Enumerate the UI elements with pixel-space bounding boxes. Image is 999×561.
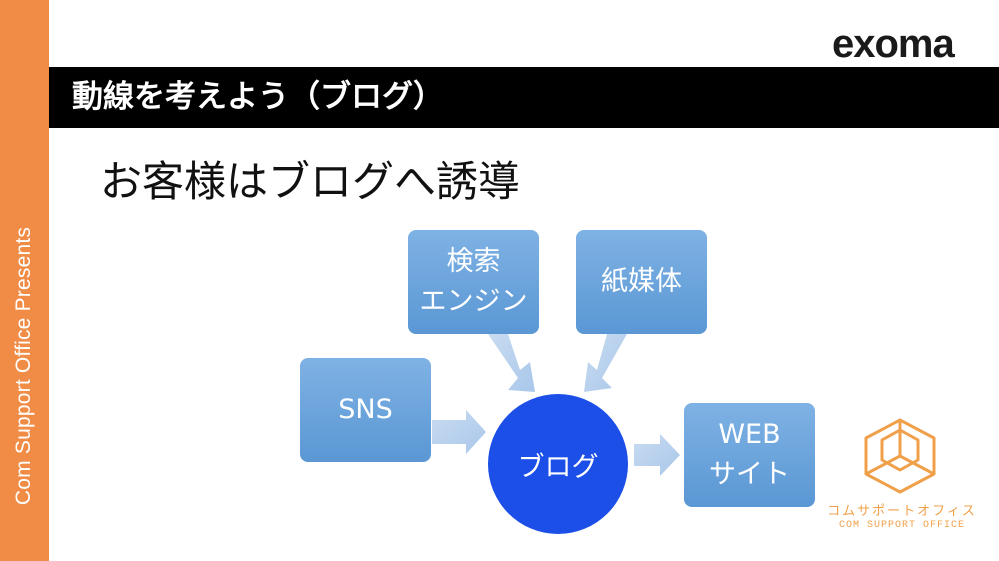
arrow-search-to-blog: [488, 334, 535, 392]
website-label-1: WEB: [718, 419, 781, 450]
side-label: Com Support Office Presents: [12, 226, 35, 506]
website-box: WEB サイト: [684, 403, 815, 507]
search-engine-label-1: 検索: [446, 246, 501, 277]
paper-media-label: 紙媒体: [601, 266, 682, 297]
sns-label: SNS: [338, 394, 393, 425]
slide-title: 動線を考えよう（ブログ）: [72, 79, 444, 115]
slide-subtitle: お客様はブログへ誘導: [100, 157, 521, 206]
logo-wordmark: exoma: [832, 22, 955, 66]
paper-media-box: 紙媒体: [576, 230, 707, 334]
arrow-blog-to-website: [634, 434, 680, 476]
website-label-2: サイト: [709, 459, 790, 490]
search-engine-box: 検索 エンジン: [408, 230, 539, 334]
arrow-paper-to-blog: [584, 334, 627, 392]
com-support-office-logo: コムサポートオフィス COM SUPPORT OFFICE: [822, 416, 982, 536]
sns-box: SNS: [300, 358, 431, 462]
blog-circle: ブログ: [488, 394, 628, 534]
search-engine-label-2: エンジン: [419, 286, 528, 317]
logo-japanese-text: コムサポートオフィス: [827, 504, 977, 519]
logo-english-text: COM SUPPORT OFFICE: [838, 520, 966, 531]
exoma-logo: exoma: [828, 8, 992, 64]
blog-label: ブログ: [517, 451, 599, 483]
title-bar: [49, 67, 999, 128]
cube-logo-icon: [864, 418, 936, 494]
side-bar: [0, 0, 49, 561]
arrow-sns-to-blog: [432, 410, 486, 454]
